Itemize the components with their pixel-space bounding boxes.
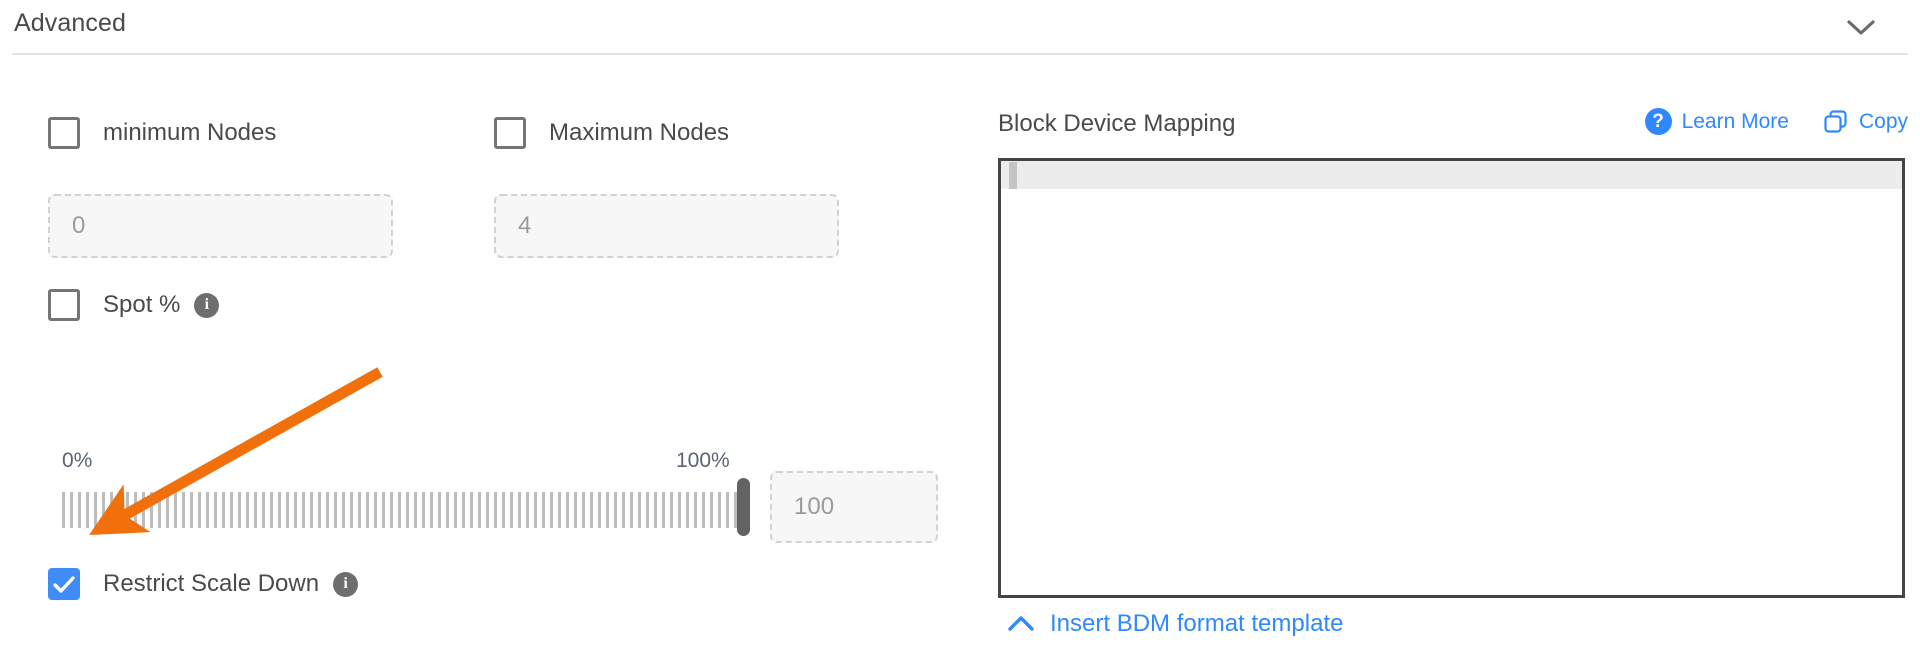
- editor-active-line: [1001, 161, 1902, 189]
- scaling-options-column: minimum Nodes 0 Maximum Nodes 4 Spot % i…: [0, 54, 990, 656]
- minimum-nodes-label: minimum Nodes: [103, 119, 277, 146]
- insert-bdm-template-link[interactable]: Insert BDM format template: [1006, 610, 1343, 638]
- maximum-nodes-row: Maximum Nodes: [494, 117, 729, 149]
- bdm-actions: ? Learn More Copy: [1644, 108, 1908, 135]
- insert-bdm-template-label: Insert BDM format template: [1050, 610, 1344, 637]
- restrict-scale-down-checkbox[interactable]: [48, 568, 80, 600]
- spot-percent-label: Spot %: [103, 291, 181, 318]
- spot-percent-row: Spot % i: [48, 289, 220, 321]
- copy-button[interactable]: Copy: [1823, 109, 1908, 135]
- maximum-nodes-checkbox[interactable]: [494, 117, 526, 149]
- info-icon[interactable]: i: [333, 571, 359, 597]
- question-circle-icon: ?: [1644, 108, 1672, 135]
- learn-more-link[interactable]: ? Learn More: [1644, 108, 1789, 135]
- bdm-code-editor[interactable]: [998, 158, 1905, 598]
- minimum-nodes-input[interactable]: 0: [48, 194, 393, 258]
- block-device-mapping-column: Block Device Mapping ? Learn More Copy: [990, 54, 1920, 656]
- spot-percent-slider-thumb[interactable]: [737, 478, 750, 536]
- learn-more-label: Learn More: [1681, 109, 1789, 133]
- spot-percent-checkbox[interactable]: [48, 289, 80, 321]
- restrict-scale-down-row: Restrict Scale Down i: [48, 568, 359, 600]
- minimum-nodes-checkbox[interactable]: [48, 117, 80, 149]
- maximum-nodes-input[interactable]: 4: [494, 194, 839, 258]
- editor-content[interactable]: [1023, 163, 1900, 593]
- page-title: Advanced: [14, 9, 126, 37]
- editor-cursor: [1009, 162, 1017, 189]
- restrict-scale-down-label: Restrict Scale Down: [103, 570, 320, 597]
- block-device-mapping-title: Block Device Mapping: [998, 110, 1236, 137]
- minimum-nodes-row: minimum Nodes: [48, 117, 276, 149]
- section-header: Advanced: [0, 0, 1920, 54]
- chevron-down-icon[interactable]: [1844, 14, 1878, 40]
- chevron-up-icon: [1006, 613, 1036, 635]
- spot-percent-slider-track[interactable]: [62, 492, 742, 528]
- copy-label: Copy: [1858, 109, 1908, 133]
- info-icon[interactable]: i: [194, 292, 220, 318]
- slider-min-label: 0%: [62, 449, 93, 472]
- copy-icon: [1823, 109, 1849, 135]
- header-divider: [12, 53, 1908, 55]
- slider-max-label: 100%: [676, 449, 730, 472]
- maximum-nodes-label: Maximum Nodes: [549, 119, 730, 146]
- spot-percent-value-input[interactable]: 100: [770, 471, 938, 543]
